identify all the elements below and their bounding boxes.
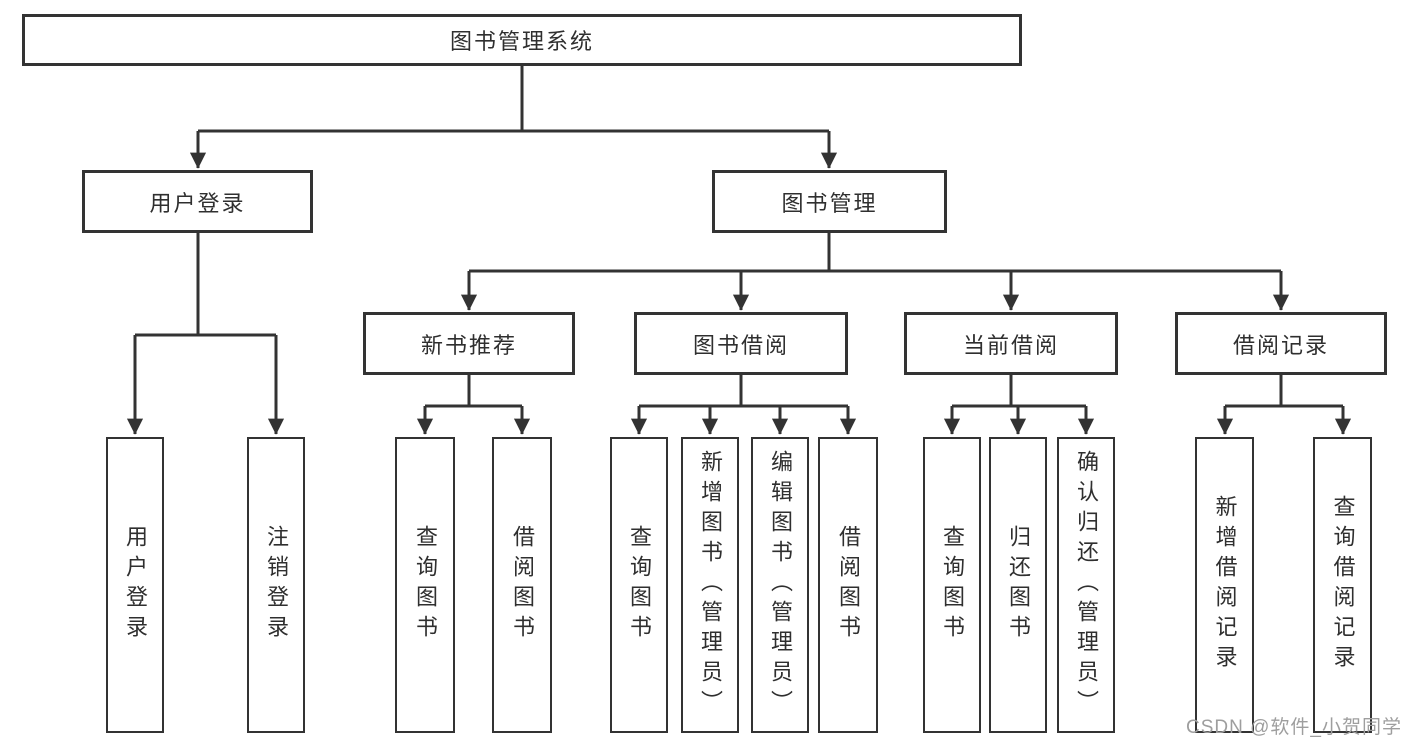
- node-borrow-records: 借阅记录: [1175, 312, 1387, 375]
- node-label: 新增借阅记录: [1212, 495, 1238, 675]
- node-label: 注销登录: [264, 525, 289, 645]
- node-book-borrow: 图书借阅: [634, 312, 848, 375]
- node-label: 借阅记录: [1232, 332, 1329, 358]
- node-label: 归还图书: [1006, 525, 1031, 645]
- node-label: 图书管理系统: [449, 29, 594, 54]
- leaf-add-borrow-record: 新增借阅记录: [1195, 437, 1254, 733]
- node-book-management: 图书管理: [712, 170, 947, 233]
- leaf-edit-book-admin: 编辑图书（管理员）: [751, 437, 809, 733]
- node-library-system: 图书管理系统: [22, 14, 1022, 66]
- node-user-login: 用户登录: [82, 170, 313, 233]
- leaf-borrow-books-recommend: 借阅图书: [492, 437, 552, 733]
- leaf-query-books-borrow: 查询图书: [610, 437, 668, 733]
- node-label: 用户登录: [149, 190, 246, 216]
- connector-book-management-branch: [460, 233, 1290, 311]
- connector-current-borrow-branch: [943, 375, 1095, 435]
- leaf-add-book-admin: 新增图书（管理员）: [681, 437, 739, 733]
- leaf-logout: 注销登录: [247, 437, 305, 733]
- node-label: 借阅图书: [836, 525, 861, 645]
- leaf-query-books-current: 查询图书: [923, 437, 981, 733]
- connector-book-borrow-branch: [630, 375, 857, 435]
- node-label: 用户登录: [123, 525, 148, 645]
- node-label: 查询图书: [627, 525, 652, 645]
- node-label: 图书管理: [781, 190, 878, 216]
- node-current-borrow: 当前借阅: [904, 312, 1118, 375]
- connector-new-book-branch: [416, 375, 531, 435]
- leaf-return-book: 归还图书: [989, 437, 1047, 733]
- csdn-watermark: CSDN @软件_小贺同学: [1186, 717, 1402, 738]
- node-label: 确认归还（管理员）: [1074, 450, 1099, 720]
- leaf-borrow-books: 借阅图书: [818, 437, 878, 733]
- node-label: 当前借阅: [962, 332, 1059, 358]
- node-label: 查询图书: [940, 525, 965, 645]
- connector-user-login-branch: [126, 233, 285, 435]
- connector-borrow-record-branch: [1216, 375, 1352, 435]
- node-label: 图书借阅: [692, 332, 789, 358]
- node-label: 新书推荐: [420, 332, 517, 358]
- leaf-user-login: 用户登录: [106, 437, 164, 733]
- node-label: 新增图书（管理员）: [698, 450, 723, 720]
- node-label: 查询借阅记录: [1330, 495, 1356, 675]
- leaf-query-borrow-record: 查询借阅记录: [1313, 437, 1372, 733]
- connector-root-branch: [189, 66, 838, 169]
- leaf-confirm-return-admin: 确认归还（管理员）: [1057, 437, 1115, 733]
- leaf-query-books-recommend: 查询图书: [395, 437, 455, 733]
- node-label: 编辑图书（管理员）: [768, 450, 793, 720]
- node-new-book-recommend: 新书推荐: [363, 312, 575, 375]
- node-label: 借阅图书: [510, 525, 535, 645]
- node-label: 查询图书: [413, 525, 438, 645]
